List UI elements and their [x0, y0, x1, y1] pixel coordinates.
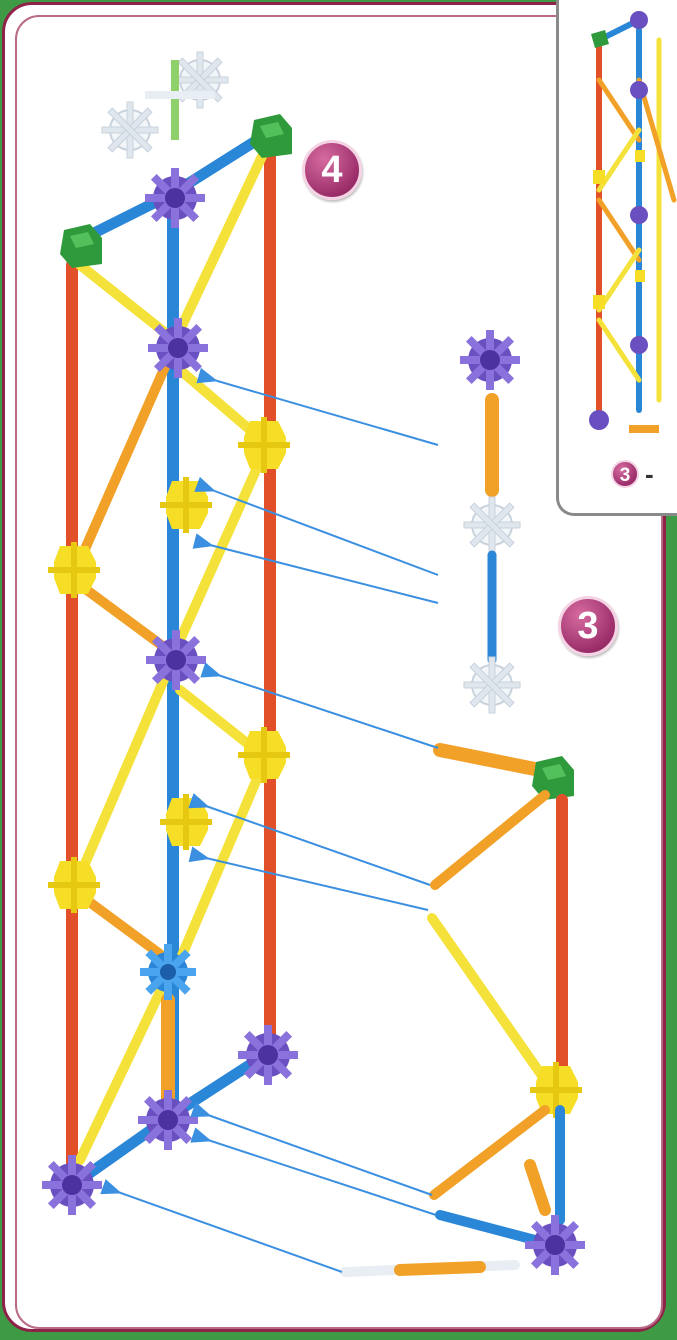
inset-tower-illustration	[559, 0, 677, 450]
loose-parts	[345, 330, 585, 1275]
step-badge: 3	[558, 596, 618, 656]
step-badge: 3	[611, 460, 639, 488]
inset-preview: 3 -	[556, 0, 677, 516]
inset-caption: 3 -	[611, 454, 654, 494]
step-badge: 4	[302, 140, 362, 200]
inset-dash: -	[645, 459, 654, 490]
